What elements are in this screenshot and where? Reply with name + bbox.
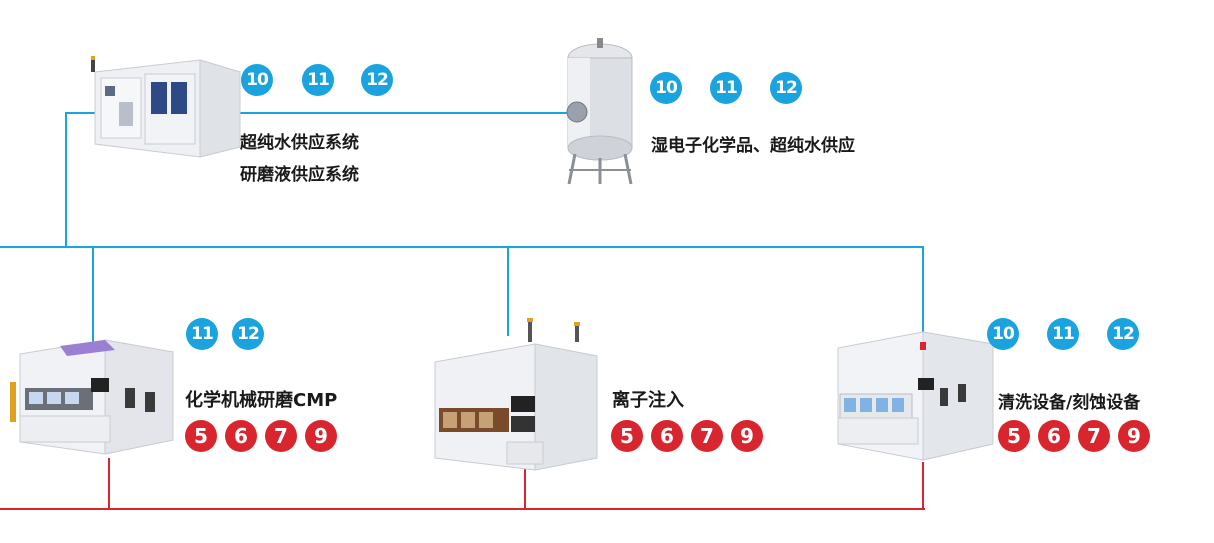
label-ultrapure-water: 超纯水供应系统	[240, 133, 359, 153]
label-ion-implant: 离子注入	[612, 390, 684, 411]
label-slurry-supply: 研磨液供应系统	[240, 165, 359, 185]
label-cmp: 化学机械研磨CMP	[185, 390, 338, 411]
badge-10: 10	[241, 64, 273, 96]
blue-line-clean	[922, 246, 924, 342]
red-line-ion	[524, 468, 526, 510]
badge-11: 11	[302, 64, 334, 96]
badge-5: 5	[998, 420, 1030, 452]
badge-6: 6	[651, 420, 683, 452]
badge-10: 10	[987, 318, 1019, 350]
badge-6: 6	[225, 420, 257, 452]
cmp-machine-image	[10, 339, 174, 455]
badge-9: 9	[305, 420, 337, 452]
badge-7: 7	[265, 420, 297, 452]
badge-6: 6	[1038, 420, 1070, 452]
blue-line-cmp	[92, 246, 94, 346]
badge-7: 7	[691, 420, 723, 452]
badge-12: 12	[361, 64, 393, 96]
red-line-cmp	[108, 458, 110, 510]
red-line-main	[0, 508, 925, 510]
blue-line-main	[0, 246, 924, 248]
blue-line-top	[65, 112, 575, 114]
blue-line-top-drop	[65, 112, 67, 247]
badge-5: 5	[611, 420, 643, 452]
red-line-clean	[922, 462, 924, 510]
badge-11: 11	[1047, 318, 1079, 350]
badge-12: 12	[770, 72, 802, 104]
badge-9: 9	[731, 420, 763, 452]
badge-11: 11	[186, 318, 218, 350]
label-chemical-supply: 湿电子化学品、超纯水供应	[651, 136, 855, 156]
supply-cabinet-image	[91, 56, 241, 158]
clean-etch-machine-image	[837, 331, 994, 461]
badge-10: 10	[650, 72, 682, 104]
badge-9: 9	[1118, 420, 1150, 452]
badge-12: 12	[232, 318, 264, 350]
badge-11: 11	[710, 72, 742, 104]
blue-line-ion	[507, 246, 509, 336]
label-clean-etch: 清洗设备/刻蚀设备	[998, 393, 1141, 413]
storage-tank-image	[566, 38, 633, 185]
badge-12: 12	[1107, 318, 1139, 350]
badge-5: 5	[185, 420, 217, 452]
badge-7: 7	[1078, 420, 1110, 452]
ion-implant-machine-image	[434, 318, 598, 471]
